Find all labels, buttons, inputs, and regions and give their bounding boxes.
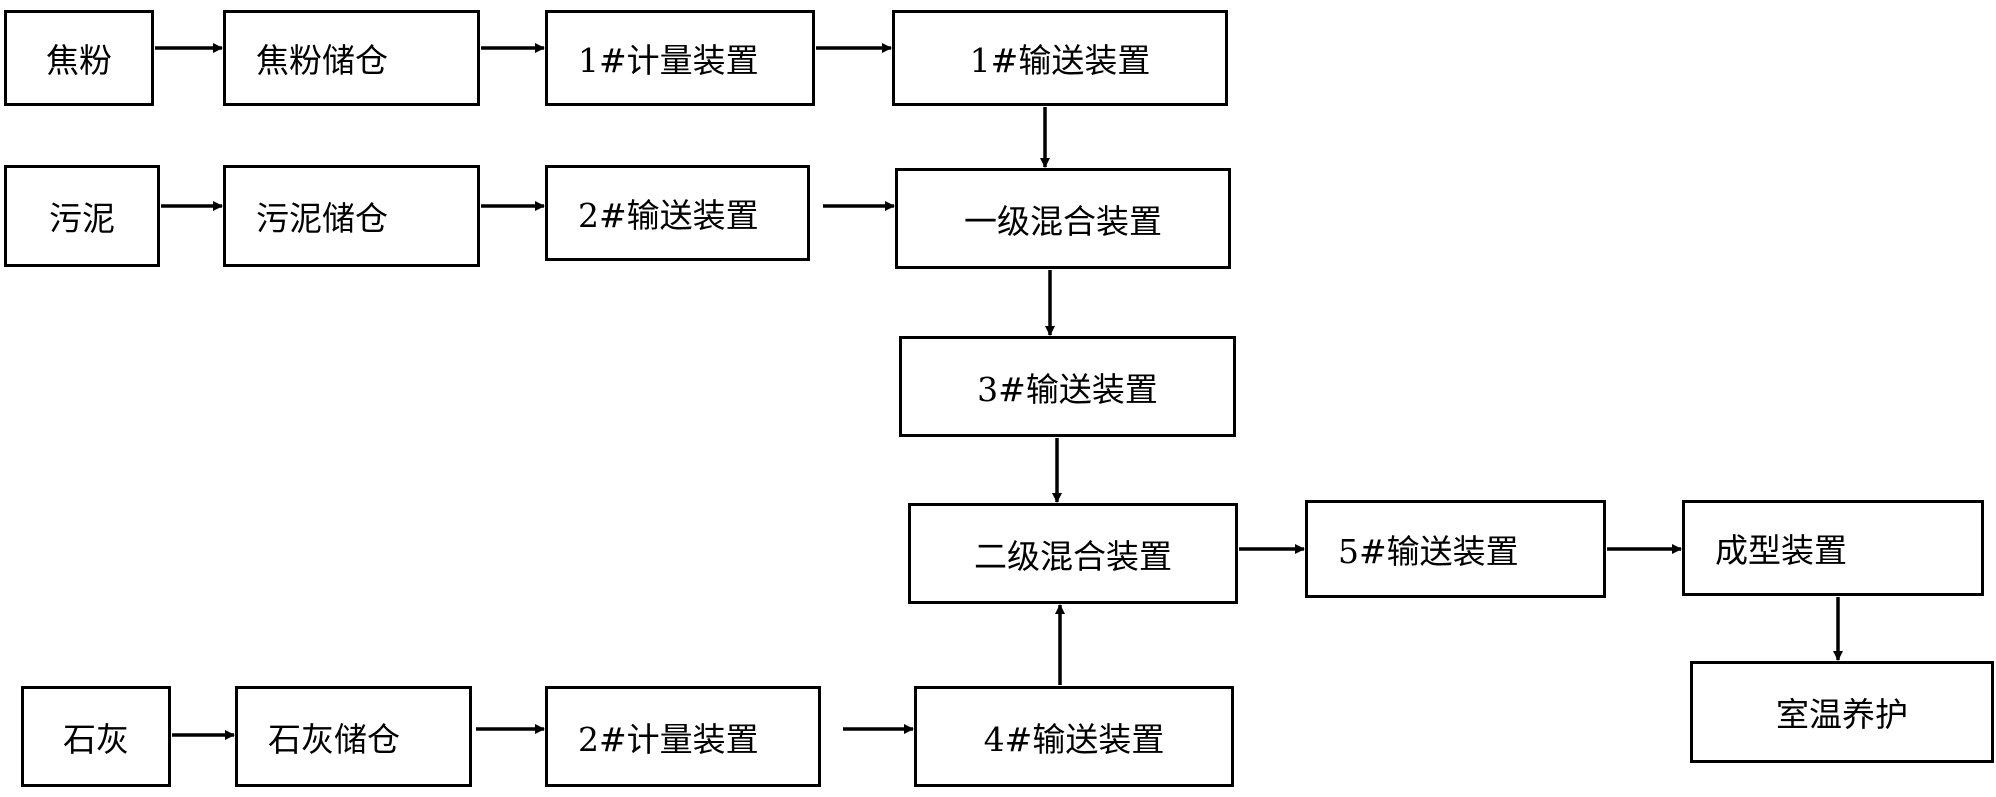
node-mixer-2: 二级混合装置 bbox=[908, 503, 1238, 604]
node-shihui: 石灰 bbox=[21, 686, 171, 787]
node-conveyor-1: 1#输送装置 bbox=[892, 10, 1228, 106]
node-jiaofen: 焦粉 bbox=[4, 10, 154, 106]
node-conveyor-5: 5#输送装置 bbox=[1305, 500, 1606, 598]
node-conveyor-2: 2#输送装置 bbox=[545, 165, 810, 261]
node-mixer-1: 一级混合装置 bbox=[895, 168, 1231, 269]
node-jiaofen-storage: 焦粉储仓 bbox=[223, 10, 480, 106]
node-conveyor-3: 3#输送装置 bbox=[899, 336, 1236, 437]
node-wuni: 污泥 bbox=[4, 165, 160, 267]
node-conveyor-4: 4#输送装置 bbox=[914, 686, 1234, 787]
node-wuni-storage: 污泥储仓 bbox=[223, 165, 480, 267]
node-shihui-storage: 石灰储仓 bbox=[235, 686, 472, 787]
node-metering-2: 2#计量装置 bbox=[545, 686, 821, 787]
node-curing: 室温养护 bbox=[1690, 661, 1994, 763]
node-forming: 成型装置 bbox=[1682, 500, 1984, 596]
node-metering-1: 1#计量装置 bbox=[545, 10, 815, 106]
